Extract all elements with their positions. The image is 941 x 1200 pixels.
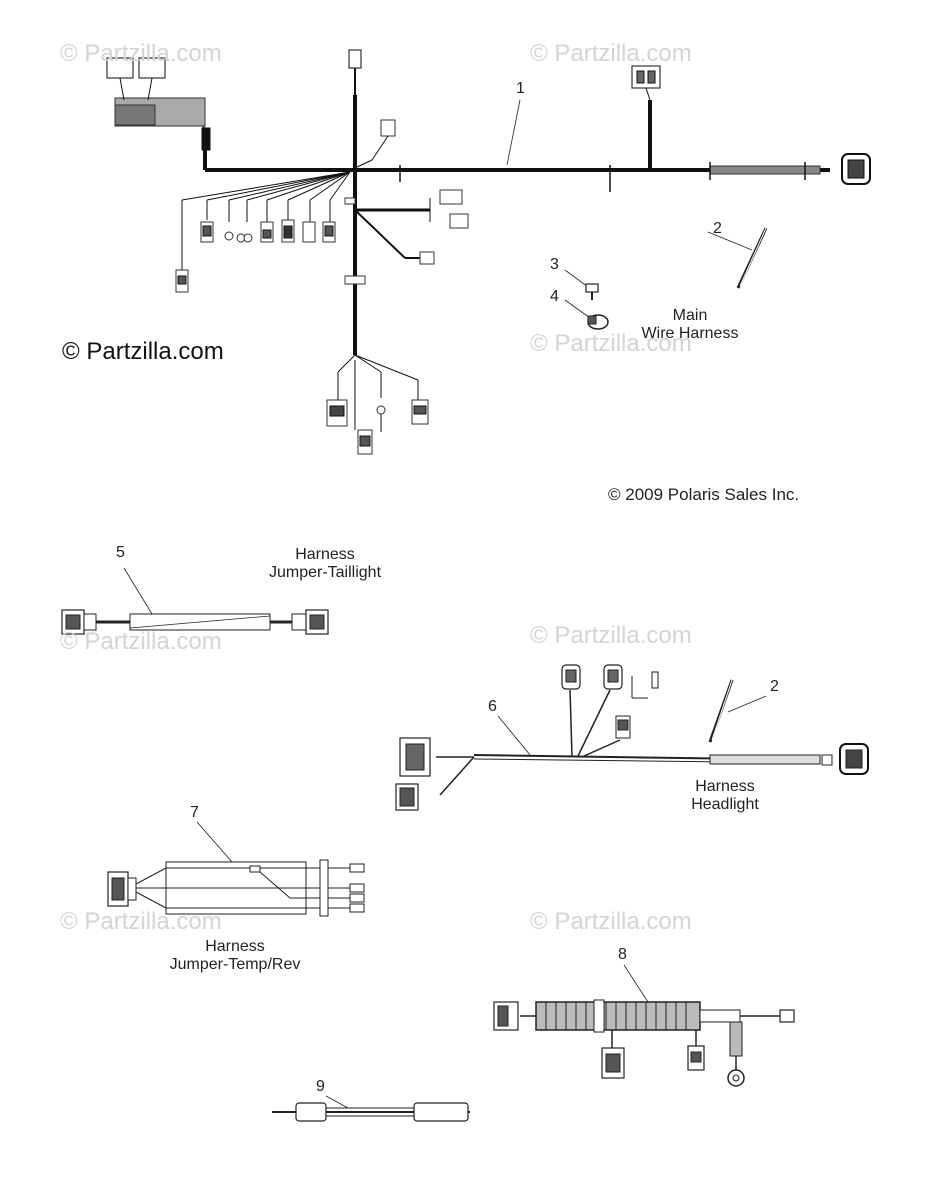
screw-3[interactable] — [564, 269, 599, 300]
label-main-line2: Wire Harness — [641, 325, 739, 342]
watermark: © Partzilla.com — [60, 628, 222, 655]
cable-tie-strap-2b[interactable] — [708, 679, 767, 743]
callout-2b: 2 — [770, 678, 779, 695]
callout-9: 9 — [316, 1078, 325, 1095]
copyright-polaris: © 2009 Polaris Sales Inc. — [608, 485, 800, 504]
watermark: © Partzilla.com — [530, 40, 692, 67]
label-harness-headlight: Harness Headlight — [660, 778, 790, 814]
clip-4[interactable] — [564, 299, 609, 330]
cable-tie-strap-2[interactable] — [707, 227, 768, 289]
label-head-line2: Headlight — [691, 796, 759, 813]
label-tail-line2: Jumper-Taillight — [268, 564, 382, 581]
harness-8[interactable] — [493, 964, 795, 1087]
label-tail-line1: Harness — [295, 546, 355, 563]
callout-leader-1 — [506, 99, 521, 166]
callout-8: 8 — [618, 946, 627, 963]
watermark: © Partzilla.com — [60, 908, 222, 935]
label-harness-jumper-taillight: Harness Jumper-Taillight — [250, 546, 400, 582]
callout-1: 1 — [516, 80, 525, 97]
watermark: © Partzilla.com — [530, 908, 692, 935]
harness-jumper-temp-rev[interactable] — [107, 821, 365, 917]
part-9-sleeve[interactable] — [272, 1095, 470, 1122]
copyright-partzilla: © Partzilla.com — [62, 338, 224, 365]
watermark: © Partzilla.com — [60, 40, 222, 67]
main-wire-harness[interactable] — [106, 49, 871, 455]
watermark: © Partzilla.com — [530, 622, 692, 649]
callout-5: 5 — [116, 544, 125, 561]
watermark: © Partzilla.com — [530, 330, 692, 357]
label-temp-line2: Jumper-Temp/Rev — [169, 956, 301, 973]
callout-6: 6 — [488, 698, 497, 715]
harness-headlight[interactable] — [395, 664, 869, 811]
callout-2: 2 — [713, 220, 722, 237]
harness-jumper-taillight[interactable] — [61, 567, 329, 635]
label-head-line1: Harness — [695, 778, 755, 795]
label-main-line1: Main — [672, 307, 708, 324]
label-harness-jumper-temp-rev: Harness Jumper-Temp/Rev — [160, 938, 310, 974]
callout-3: 3 — [550, 256, 559, 273]
label-main-wire-harness: Main Wire Harness — [625, 307, 755, 343]
callout-7: 7 — [190, 804, 199, 821]
callout-4: 4 — [550, 288, 559, 305]
label-temp-line1: Harness — [205, 938, 265, 955]
